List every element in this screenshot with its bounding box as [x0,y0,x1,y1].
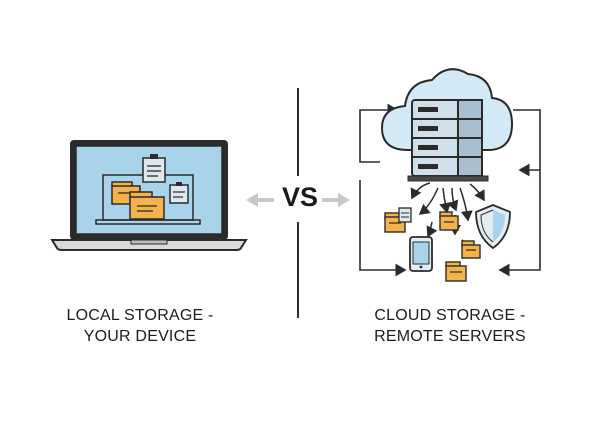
server-icon [407,99,489,182]
caption-line: YOUR DEVICE [83,328,197,345]
cloud-storage-caption: CLOUD STORAGE - REMOTE SERVERS [330,305,570,347]
caption-line: REMOTE SERVERS [374,328,526,345]
document-icon [398,207,412,223]
local-storage-caption: LOCAL STORAGE - YOUR DEVICE [20,305,260,347]
folder-icon [445,261,467,282]
caption-line: CLOUD STORAGE - [374,307,526,324]
document-icon [142,154,166,183]
sync-loop-arrows [359,103,541,277]
arrow-left-icon [246,193,274,207]
folder-icon [129,191,165,220]
arrow-right-icon [322,193,350,207]
phone-icon [409,236,433,272]
caption-line: LOCAL STORAGE - [66,307,214,324]
vs-label: VS [281,182,319,212]
document-icon [169,182,189,204]
folder-icon [461,240,481,259]
shield-icon [475,204,511,250]
folder-icon [439,211,459,231]
